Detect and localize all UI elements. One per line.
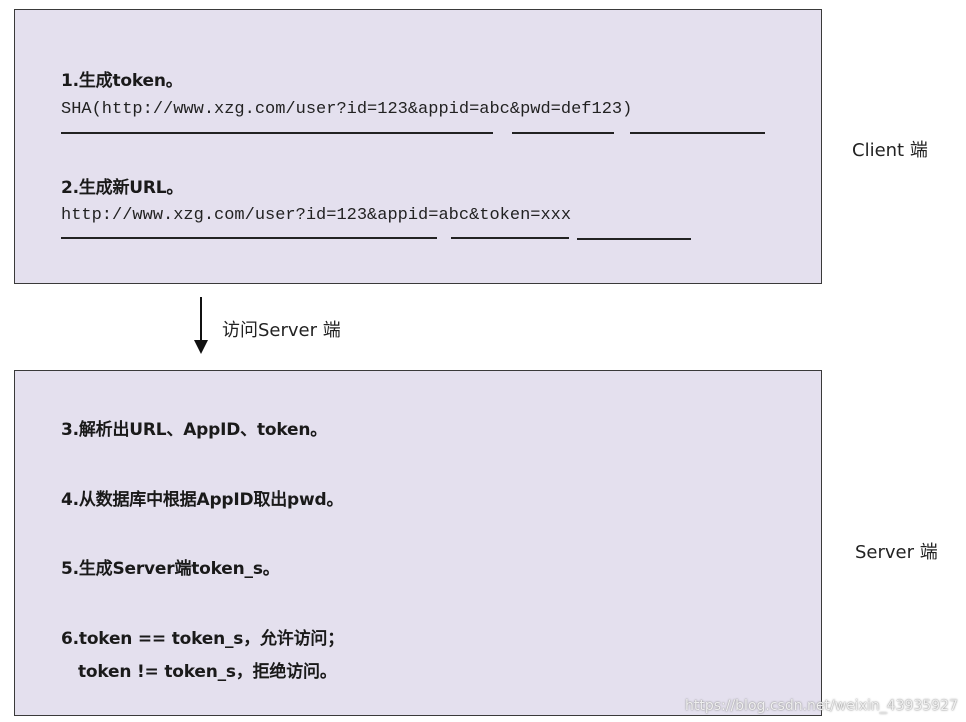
server-side-label: Server 端 — [855, 542, 938, 563]
client-box: 1.生成token。 SHA(http://www.xzg.com/user?i… — [14, 9, 822, 284]
step6-line2: token != token_s，拒绝访问。 — [78, 662, 337, 682]
step3-text: 3.解析出URL、AppID、token。 — [61, 420, 328, 440]
step1-pwd-underline — [630, 132, 765, 134]
step2-url-underline — [61, 237, 437, 239]
step2-appid-underline — [451, 237, 569, 239]
step1-code: SHA(http://www.xzg.com/user?id=123&appid… — [61, 100, 633, 119]
step5-text: 5.生成Server端token_s。 — [61, 559, 280, 579]
transition-label: 访问Server 端 — [222, 320, 341, 341]
client-side-label: Client 端 — [852, 140, 928, 161]
server-box: 3.解析出URL、AppID、token。 4.从数据库中根据AppID取出pw… — [14, 370, 822, 716]
step2-code: http://www.xzg.com/user?id=123&appid=abc… — [61, 206, 572, 225]
down-arrow-shaft — [200, 297, 202, 342]
step1-url-underline — [61, 132, 493, 134]
step1-appid-underline — [512, 132, 614, 134]
down-arrow-icon — [194, 340, 208, 354]
watermark: https://blog.csdn.net/weixin_43935927 — [684, 698, 958, 714]
step2-token-underline — [577, 238, 691, 240]
step6-line1: 6.token == token_s，允许访问； — [61, 629, 345, 649]
step4-text: 4.从数据库中根据AppID取出pwd。 — [61, 490, 344, 510]
step1-title: 1.生成token。 — [61, 71, 183, 91]
step2-title: 2.生成新URL。 — [61, 178, 184, 198]
